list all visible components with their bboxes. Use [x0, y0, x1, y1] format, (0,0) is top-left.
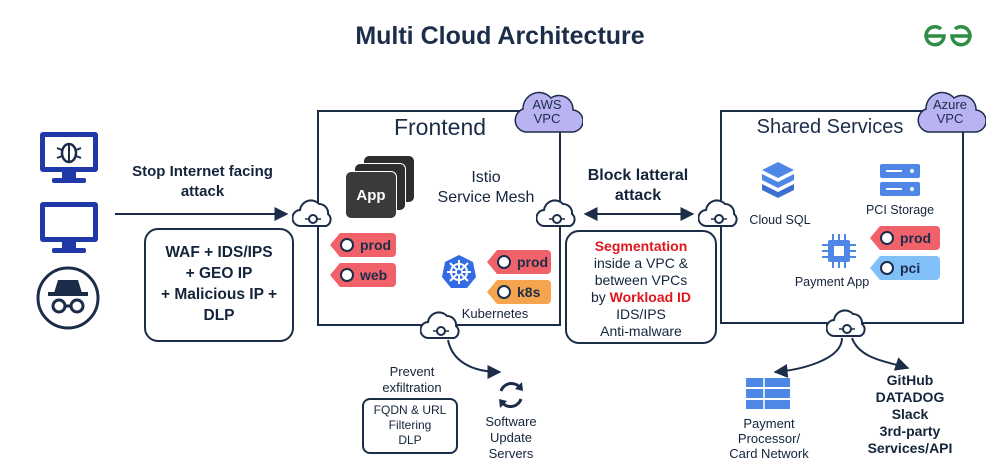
frontend-title: Frontend — [393, 114, 487, 140]
pci-storage-label: PCI Storage — [865, 203, 935, 217]
gateway-cloud-lock-icon — [292, 199, 332, 227]
third-party-services-label: GitHub DATADOG Slack 3rd-party Services/… — [867, 372, 953, 456]
shared-services-title: Shared Services — [756, 116, 904, 138]
app-label: App — [345, 171, 397, 219]
app-stack-icon: App — [345, 155, 417, 219]
payment-processor-icon — [746, 378, 790, 409]
tag-pci: pci — [870, 256, 940, 280]
azure-cloud-icon — [917, 91, 987, 133]
gateway-cloud-lock-icon — [420, 311, 460, 339]
kubernetes-label: Kubernetes — [461, 306, 529, 321]
gateway-cloud-lock-icon — [698, 199, 738, 227]
block-lateral-label: Block latteral attack — [587, 167, 689, 204]
geeksforgeeks-logo-icon — [924, 24, 972, 47]
tag-prod-k8s: prod — [487, 250, 551, 274]
cloud-sql-icon — [762, 162, 794, 198]
payment-app-label: Payment App — [794, 275, 870, 289]
shared-services-panel — [720, 110, 964, 324]
tag-prod: prod — [330, 233, 396, 257]
page-title: Multi Cloud Architecture — [355, 22, 645, 50]
kubernetes-icon — [442, 255, 476, 288]
aws-cloud-icon — [514, 91, 584, 133]
stop-attack-label: Stop Internet facing attack — [132, 163, 273, 200]
refresh-icon — [499, 382, 523, 408]
fqdn-filter-box: FQDN & URL Filtering DLP — [362, 398, 458, 454]
pci-storage-icon — [880, 164, 920, 196]
prevent-exfiltration-label: Prevent exfiltration — [382, 364, 442, 395]
software-update-label: Software Update Servers — [485, 414, 537, 461]
bug-monitor-icon — [40, 132, 98, 183]
payment-app-chip-icon — [822, 234, 856, 268]
segmentation-box: Segmentation inside a VPC & between VPCs… — [565, 230, 717, 344]
gateway-cloud-lock-icon — [536, 199, 576, 227]
waf-box: WAF + IDS/IPS + GEO IP + Malicious IP + … — [144, 228, 294, 342]
tag-web: web — [330, 263, 396, 287]
monitor-icon — [40, 202, 98, 253]
gateway-cloud-lock-icon — [826, 309, 866, 337]
payment-processor-label: Payment Processor/ Card Network — [729, 416, 809, 461]
incognito-icon — [36, 266, 100, 330]
tag-k8s: k8s — [487, 280, 551, 304]
cloud-sql-label: Cloud SQL — [749, 213, 811, 227]
tag-prod-shared: prod — [870, 226, 940, 250]
istio-label: Istio Service Mesh — [437, 169, 535, 206]
